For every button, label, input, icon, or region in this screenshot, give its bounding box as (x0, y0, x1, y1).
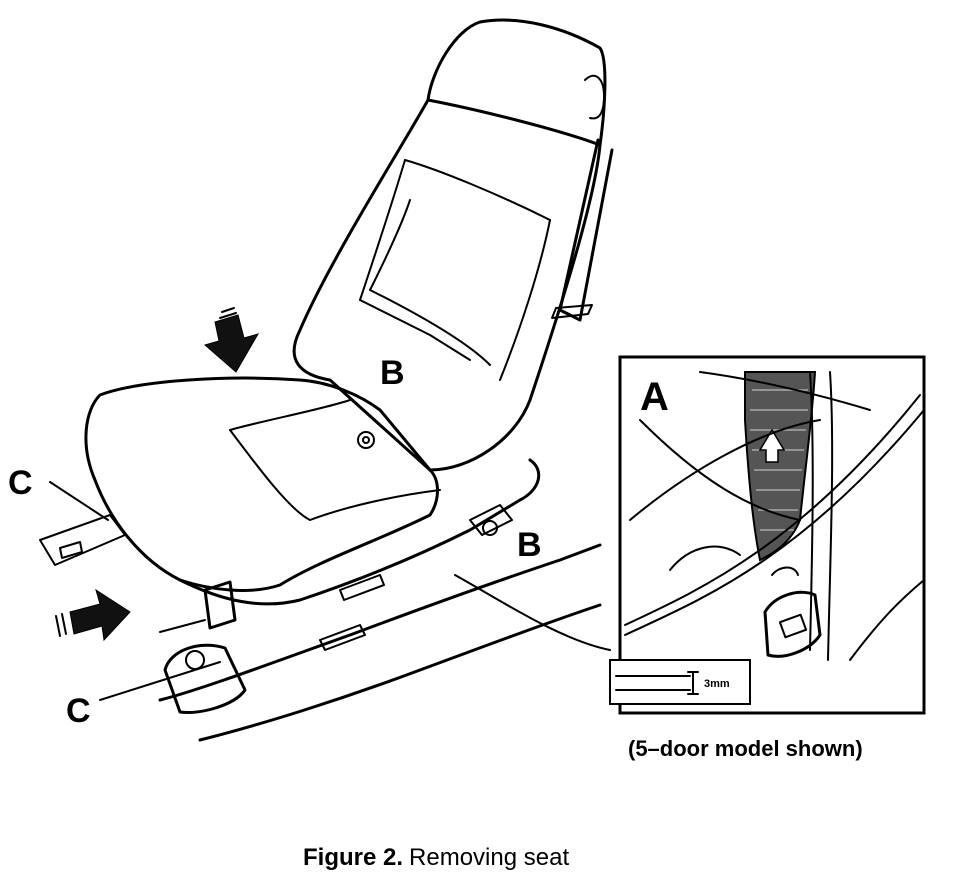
figure-caption: Figure 2.Removing seat (303, 844, 569, 872)
model-note: (5–door model shown) (628, 736, 863, 761)
figure-title: Removing seat (409, 844, 570, 871)
inset-detail-a: A 3mm (609, 355, 926, 715)
gauge-label: 3mm (704, 678, 730, 690)
leader-lines (49, 481, 221, 701)
callout-c-upper: C (8, 464, 33, 502)
callout-b-rail: B (517, 526, 542, 564)
callout-b-seat: B (380, 354, 405, 392)
callout-a: A (640, 375, 669, 419)
callout-c-lower: C (66, 692, 91, 730)
figure-number: Figure 2. (303, 844, 404, 871)
belt-pull-arrow-icon (758, 428, 786, 463)
seat-drawing (39, 18, 614, 742)
